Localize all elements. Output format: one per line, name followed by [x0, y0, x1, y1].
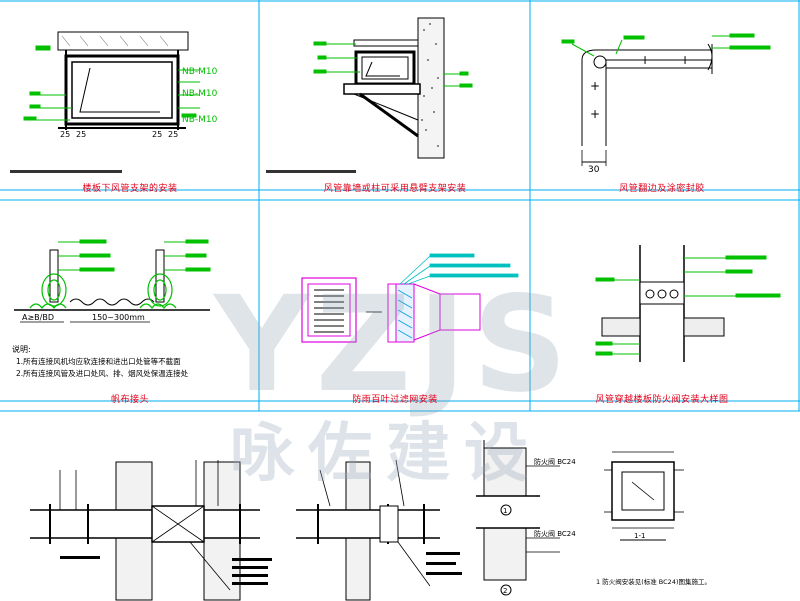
notes-line: 1.所有连接风机均应软连接和进出口处管等不截面: [16, 356, 181, 366]
watermark-letters: YZJS: [214, 268, 574, 422]
notes-line: 2.所有连接风管及进口处风、排、烟风处保温连接处: [16, 368, 189, 378]
dimension-label: 25: [152, 130, 162, 139]
dimension-label: 150~300mm: [92, 313, 145, 322]
svg-text:+: +: [590, 79, 600, 93]
panel-6-fire-damper: [595, 245, 781, 362]
damper-label: 防火阀 BC24: [534, 457, 576, 466]
bottom-wall-penetration-middle: [296, 459, 462, 601]
section-marker: 2: [503, 587, 507, 595]
caption-panel-6: 风管穿越楼板防火阀安装大样图: [595, 395, 729, 405]
svg-text:+: +: [680, 53, 690, 67]
watermark-chinese: 咏佐建设: [230, 417, 542, 491]
dimension-label: 25: [60, 130, 70, 139]
section-marker: 1-1: [634, 532, 645, 540]
nb-m10-label: NB-M10: [182, 89, 218, 99]
dimension-label: 25: [168, 130, 178, 139]
bottom-damper-plan: [604, 451, 684, 541]
nb-m10-label: NB-M10: [182, 115, 218, 125]
section-marker: 1: [503, 507, 507, 515]
bottom-wall-penetration-left: [30, 460, 272, 601]
panel-2-cantilever-bracket: [313, 17, 473, 159]
caption-panel-1: 楼板下风管支架的安装: [82, 184, 178, 194]
caption-panel-5: 防雨百叶过滤网安装: [352, 395, 438, 405]
damper-label: 防火阀 BC24: [534, 529, 576, 538]
panel-5-louver-filter: [301, 253, 519, 343]
dimension-label: 25: [76, 130, 86, 139]
dimension-label: A≥B/BD: [22, 313, 54, 322]
notes-title: 说明:: [12, 344, 31, 354]
nb-m10-label: NB-M10: [182, 67, 218, 77]
dimension-label: 30: [588, 165, 600, 175]
panel-3-duct-flange: + + + +: [561, 33, 771, 166]
caption-panel-2: 风管靠墙或柱可采用悬臂支架安装: [323, 184, 467, 194]
svg-text:+: +: [640, 53, 650, 67]
bottom-section-details: [476, 440, 560, 596]
svg-text:+: +: [590, 107, 600, 121]
panel-4-canvas-joint: [14, 239, 211, 323]
panel-1-notes: [10, 170, 122, 173]
panel-2-notes: [266, 170, 356, 173]
caption-panel-4: 帆布接头: [110, 395, 150, 405]
caption-panel-3: 风管翻边及涂密封胶: [619, 184, 705, 194]
panel-frame: [0, 0, 800, 412]
panel-1-slab-duct-support: [23, 31, 200, 130]
plan-note: 1 防火阀安装见(标准 BC24)图集施工。: [596, 577, 711, 586]
